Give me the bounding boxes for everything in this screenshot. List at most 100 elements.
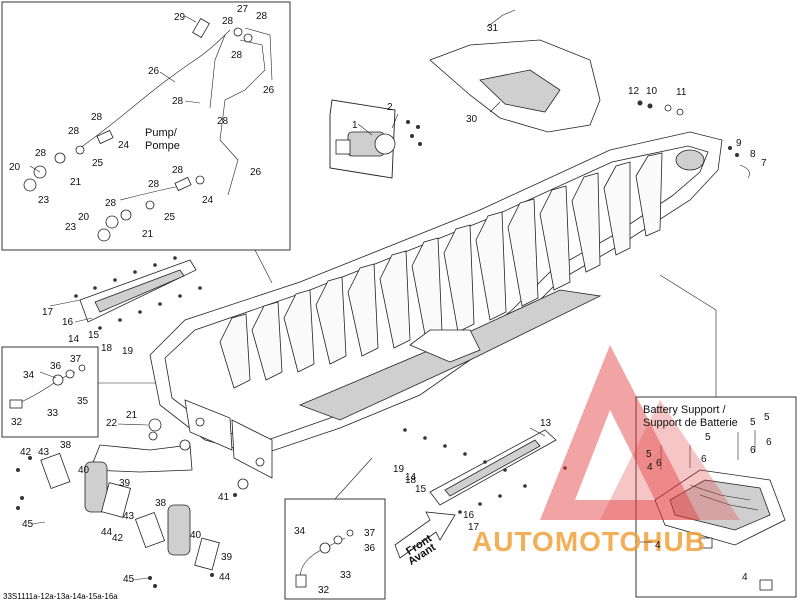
watermark-triangle-logo (540, 345, 700, 520)
pump-label-fr: Pompe (145, 140, 180, 152)
callout: 33 (340, 570, 352, 581)
callout: 4 (655, 540, 661, 551)
pump-label-en: Pump/ (145, 127, 178, 139)
right-grille (403, 428, 567, 522)
callout: 27 (237, 4, 249, 15)
callout: 37 (70, 354, 82, 365)
cable-left-parts (9, 364, 86, 409)
front-arrow: Front Avant (394, 511, 456, 568)
battery-label-fr: Support de Batterie (643, 417, 738, 429)
callout: 19 (393, 464, 405, 475)
callout: 40 (78, 465, 90, 476)
callout: 4 (742, 572, 748, 583)
callout: 5 (646, 449, 652, 460)
callout: 36 (364, 543, 376, 554)
callout: 24 (118, 140, 130, 151)
callout: 11 (676, 87, 687, 98)
callout: 45 (22, 519, 34, 530)
callout: 42 (112, 533, 124, 544)
callout: 26 (148, 66, 160, 77)
callout: 44 (101, 527, 113, 538)
callout: 5 (750, 417, 756, 428)
callout: 24 (202, 195, 214, 206)
callout-labels: 1 2 4 4 4 5 5 5 5 6 6 6 6 7 8 9 10 11 12… (9, 4, 772, 596)
callout: 37 (364, 528, 376, 539)
callout: 6 (750, 445, 756, 456)
pump-fittings (23, 129, 205, 242)
callout: 1 (352, 120, 358, 131)
callout: 5 (705, 432, 711, 443)
callout: 34 (294, 526, 306, 537)
callout: 2 (387, 102, 393, 113)
callout: 16 (463, 510, 475, 521)
callout: 42 (20, 447, 32, 458)
callout: 20 (9, 162, 21, 173)
callout: 28 (148, 179, 160, 190)
callout: 25 (92, 158, 104, 169)
callout: 16 (62, 317, 74, 328)
cable-inset-left (1, 346, 99, 438)
battery-label-en: Battery Support / (643, 404, 726, 416)
callout: 7 (761, 158, 767, 169)
callout: 33 (47, 408, 59, 419)
callout: 9 (736, 138, 742, 149)
callout: 32 (11, 417, 23, 428)
callout: 28 (222, 16, 234, 27)
callout: 28 (231, 50, 243, 61)
callout: 26 (263, 85, 275, 96)
callout: 43 (38, 447, 50, 458)
callout: 19 (122, 346, 134, 357)
callout: 38 (60, 440, 72, 451)
callout: 25 (164, 212, 176, 223)
callout: 6 (766, 437, 772, 448)
pump-part-1 (329, 99, 422, 179)
callout: 18 (101, 343, 113, 354)
hull-ribs (219, 152, 663, 389)
brand-text: AUTOMOTOHUB (472, 526, 706, 557)
callout: 28 (217, 116, 229, 127)
callout-leaders (29, 15, 652, 581)
callout: 39 (119, 478, 131, 489)
callout: 13 (540, 418, 552, 429)
callout: 28 (68, 126, 80, 137)
hose-lines (79, 18, 273, 201)
callout: 23 (65, 222, 77, 233)
pump-hoses-inset (1, 1, 291, 251)
callout: 8 (750, 149, 756, 160)
brand-watermark: AUTOMOTOHUB (472, 345, 740, 557)
callout: 15 (88, 330, 100, 341)
left-grille (74, 256, 202, 330)
callout: 6 (701, 454, 707, 465)
callout: 23 (38, 195, 50, 206)
drain-fittings (148, 418, 249, 497)
callout: 21 (142, 229, 154, 240)
callout: 14 (68, 334, 80, 345)
callout: 29 (174, 12, 186, 23)
callout: 28 (256, 11, 268, 22)
handle-assembly (16, 444, 220, 588)
callout: 6 (656, 458, 662, 469)
callout: 21 (126, 410, 138, 421)
panel-leaders (98, 249, 717, 500)
callout: 17 (468, 522, 480, 533)
callout: 20 (78, 212, 90, 223)
callout: 45 (123, 574, 135, 585)
hull-assembly (149, 131, 723, 479)
callout: 34 (23, 370, 35, 381)
callout: 4 (647, 462, 653, 473)
callout: 35 (77, 396, 89, 407)
hatch-hardware (637, 100, 750, 179)
callout: 15 (415, 484, 427, 495)
callout: 17 (42, 307, 54, 318)
callout: 43 (123, 511, 135, 522)
callout: 28 (35, 148, 47, 159)
callout: 5 (764, 412, 770, 423)
callout: 10 (646, 86, 658, 97)
callout: 28 (172, 165, 184, 176)
callout: 18 (405, 475, 417, 486)
callout: 28 (91, 112, 103, 123)
callout: 32 (318, 585, 330, 596)
figure-id: 33S1111a-12a-13a-14a-15a-16a (3, 592, 118, 601)
